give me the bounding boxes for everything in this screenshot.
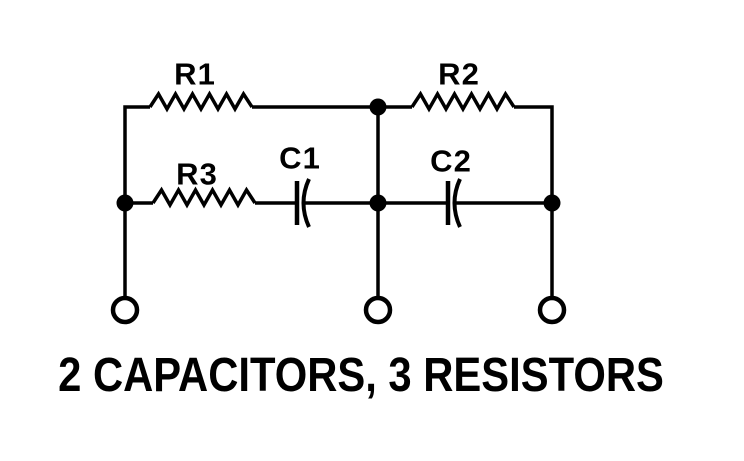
label-r2: R2 (438, 56, 480, 92)
resistor-r2-symbol (410, 90, 516, 113)
capacitor-c1-curved-plate (301, 178, 311, 228)
resistor-r1-symbol (148, 90, 254, 113)
resistor-r3-symbol (151, 186, 257, 209)
label-c2: C2 (430, 143, 472, 179)
capacitor-c2-curved-plate (452, 178, 462, 228)
label-c1: C1 (279, 140, 321, 176)
terminal-circle-right (537, 295, 567, 325)
terminal-circle-middle (363, 295, 393, 325)
junction-dot-top-middle (369, 98, 387, 116)
diagram-title: 2 CAPACITORS, 3 RESISTORS (58, 349, 664, 402)
terminal-circle-left (110, 295, 140, 325)
label-r3: R3 (176, 156, 218, 192)
label-r1: R1 (174, 56, 216, 92)
capacitor-c2-symbol (445, 178, 462, 228)
junction-dot-mid-middle (369, 194, 387, 212)
junction-dot-mid-left (116, 194, 134, 212)
capacitor-c1-symbol (294, 178, 311, 228)
junction-dot-mid-right (543, 194, 561, 212)
